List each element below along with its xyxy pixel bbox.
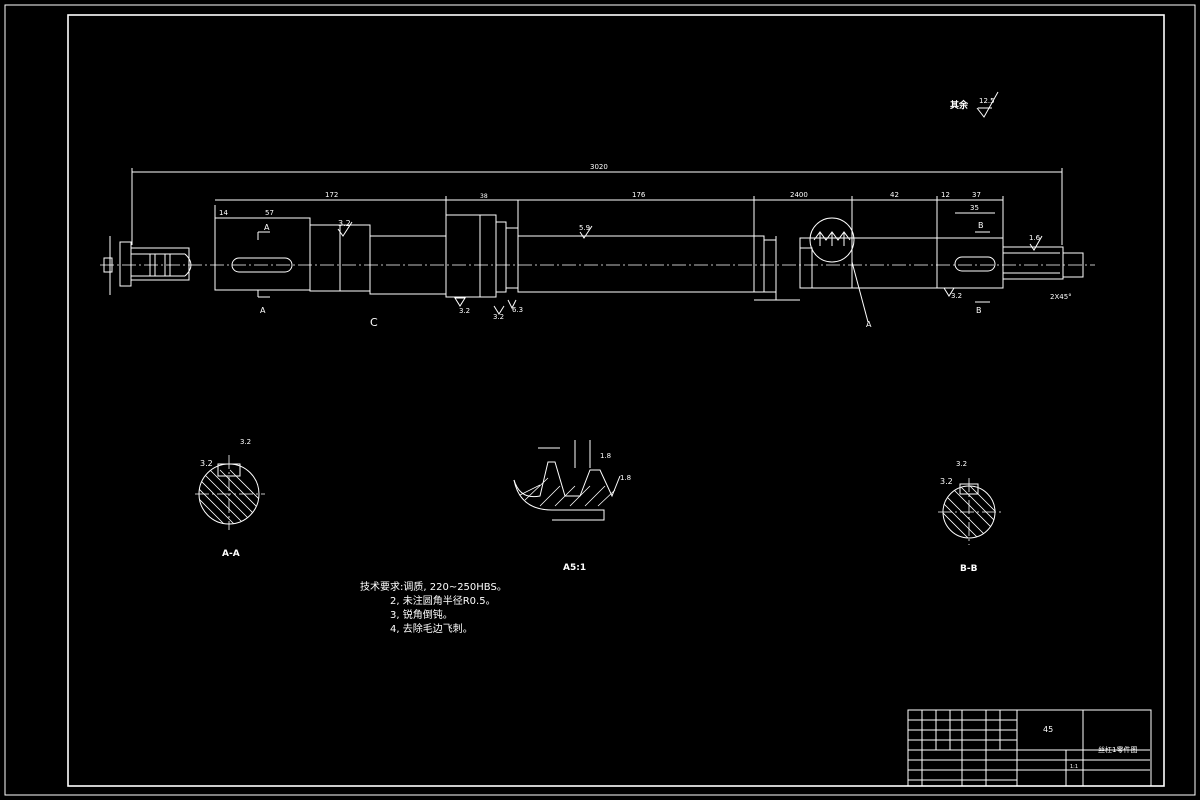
chamfer-label: 2X45° [1050, 293, 1072, 301]
shaft-section-keyway-a [214, 217, 311, 291]
technical-notes: 技术要求:调质, 220~250HBS。 2, 未注圆角半径R0.5。 3, 锐… [360, 580, 507, 635]
dim-12: 12 [941, 191, 950, 199]
dim-176: 176 [632, 191, 646, 199]
dim-overall: 3020 [590, 163, 608, 171]
title-drawing-name: 丝杠1零件图 [1098, 745, 1137, 754]
title-material: 45 [1043, 725, 1053, 734]
dim-2400: 2400 [790, 191, 808, 199]
outer-border [4, 4, 1196, 796]
aa-roughness-1: 3.2 [200, 459, 213, 468]
section-aa-view: 3.2 3.2 A-A [195, 438, 265, 559]
dim-35: 35 [970, 204, 979, 212]
dim-37: 37 [972, 191, 981, 199]
section-bb-hatch [943, 486, 995, 538]
keyway-b [954, 256, 996, 272]
detail-a-circle [809, 217, 855, 263]
bb-roughness-2: 3.2 [956, 460, 967, 468]
note-3: 3, 锐角倒钝。 [390, 608, 453, 621]
detail-roughness-2: 1.8 [620, 474, 631, 482]
section-bb-title: B-B [960, 564, 978, 574]
keyway-a [231, 257, 293, 273]
dim-172: 172 [325, 191, 338, 199]
note-4: 4, 去除毛边飞刺。 [390, 622, 473, 635]
section-a-top-label: A [264, 223, 270, 232]
shaft-collar [445, 214, 497, 298]
detail-a-title: A5:1 [563, 563, 586, 573]
section-a-bottom-label: A [260, 306, 266, 315]
main-shaft-view: A 3020 172 38 176 2400 42 12 37 35 [100, 163, 1095, 329]
shaft-long-section [517, 235, 755, 293]
roughness-3: 1.6 [1029, 234, 1041, 242]
dim-38: 38 [480, 193, 488, 200]
roughness-6: 6.3 [512, 306, 523, 314]
detail-a-view: A5:1 1.8 1.8 [513, 440, 631, 573]
roughness-2: 5.9 [579, 224, 590, 232]
detail-a-hatch [519, 477, 616, 507]
title-scale: 1:1 [1070, 764, 1078, 770]
drawing-frame [67, 14, 1165, 787]
detail-a-label: A [866, 320, 872, 329]
roughness-4: 3.2 [459, 307, 470, 315]
section-b-bottom-label: B [976, 306, 982, 315]
section-b-top-label: B [978, 221, 984, 230]
dim-14: 14 [219, 209, 228, 217]
note-2: 2, 未注圆角半径R0.5。 [390, 594, 496, 607]
roughness-note-label: 其余 [950, 99, 969, 111]
note-1: 技术要求:调质, 220~250HBS。 [360, 580, 507, 593]
detail-roughness-1: 1.8 [600, 452, 611, 460]
bb-roughness-1: 3.2 [940, 477, 953, 486]
roughness-note-value: 12.5 [979, 97, 995, 105]
section-aa-hatch [199, 469, 259, 524]
roughness-5: 3.2 [493, 313, 504, 321]
roughness-7: 3.2 [951, 292, 962, 300]
section-bb-view: 3.2 3.2 B-B [938, 460, 1002, 574]
roughness-1: 3.2 [338, 219, 351, 228]
section-c-label: C [370, 316, 378, 329]
title-block: 45 丝杠1零件图 1:1 [907, 709, 1152, 787]
section-aa-title: A-A [222, 549, 240, 559]
aa-roughness-2: 3.2 [240, 438, 251, 446]
dim-42: 42 [890, 191, 899, 199]
general-roughness-note: 其余 12.5 [950, 91, 999, 118]
dim-57: 57 [265, 209, 274, 217]
